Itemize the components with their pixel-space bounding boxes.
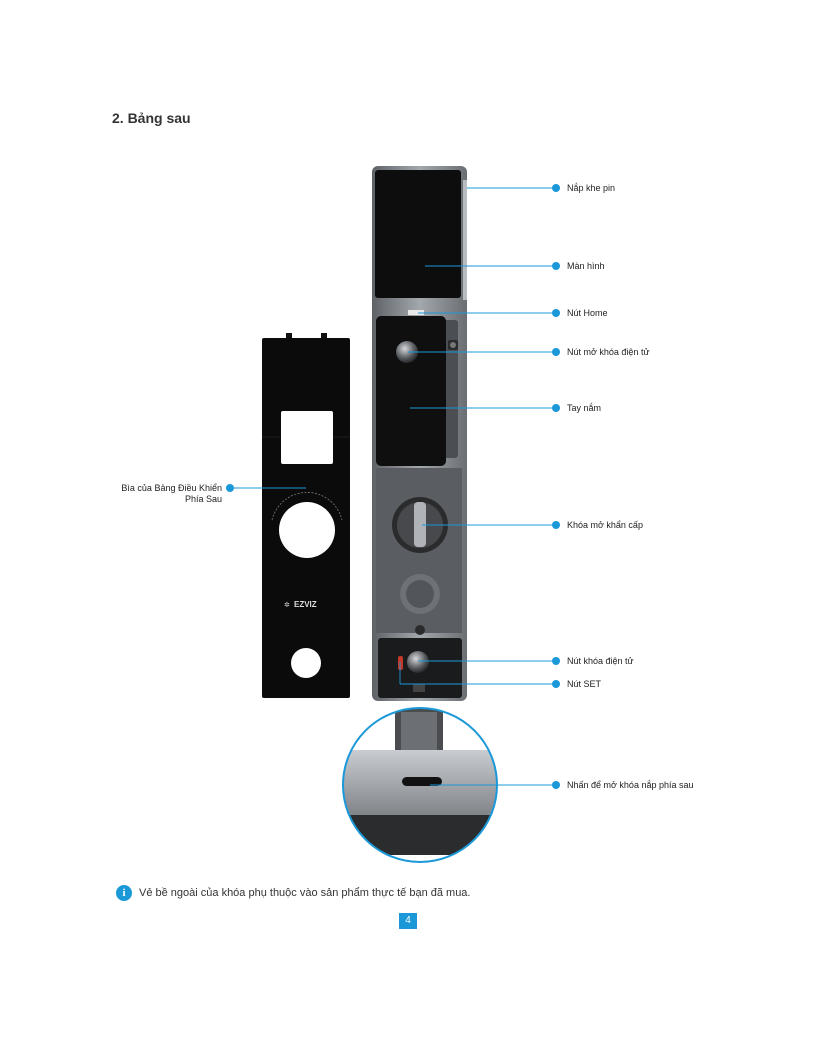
ezviz-logo-text: EZVIZ (294, 600, 317, 609)
label-emergency-lock: Khóa mở khẩn cấp (567, 520, 643, 530)
section-title: 2. Bảng sau (112, 110, 191, 126)
page-number: 4 (399, 913, 417, 929)
callout-dots (226, 184, 560, 789)
callout-lines (230, 187, 556, 786)
label-screen: Màn hình (567, 261, 605, 271)
svg-text:✲: ✲ (284, 601, 290, 609)
note-text: Vẻ bề ngoài của khóa phụ thuộc vào sản p… (139, 887, 471, 899)
lock-body (372, 166, 467, 701)
back-panel-cover (262, 333, 350, 698)
label-back-panel-cover-line2: Phía Sau (184, 494, 222, 504)
info-icon: i (116, 885, 132, 901)
label-press-unlock-back-cover: Nhấn để mở khóa nắp phía sau (567, 780, 694, 790)
label-home-button: Nút Home (567, 308, 608, 318)
label-electronic-unlock: Nút mở khóa điện tử (567, 347, 650, 357)
label-set-button: Nút SET (567, 679, 602, 689)
label-back-panel-cover-line1: Bìa của Bảng Điều Khiển (121, 483, 222, 493)
ezviz-logo: ✲ EZVIZ (284, 600, 317, 609)
label-battery-cover: Nắp khe pin (567, 183, 616, 193)
label-handle: Tay nắm (567, 403, 602, 413)
label-electronic-lock: Nút khóa điện tử (567, 656, 634, 666)
zoom-inset (342, 707, 498, 863)
